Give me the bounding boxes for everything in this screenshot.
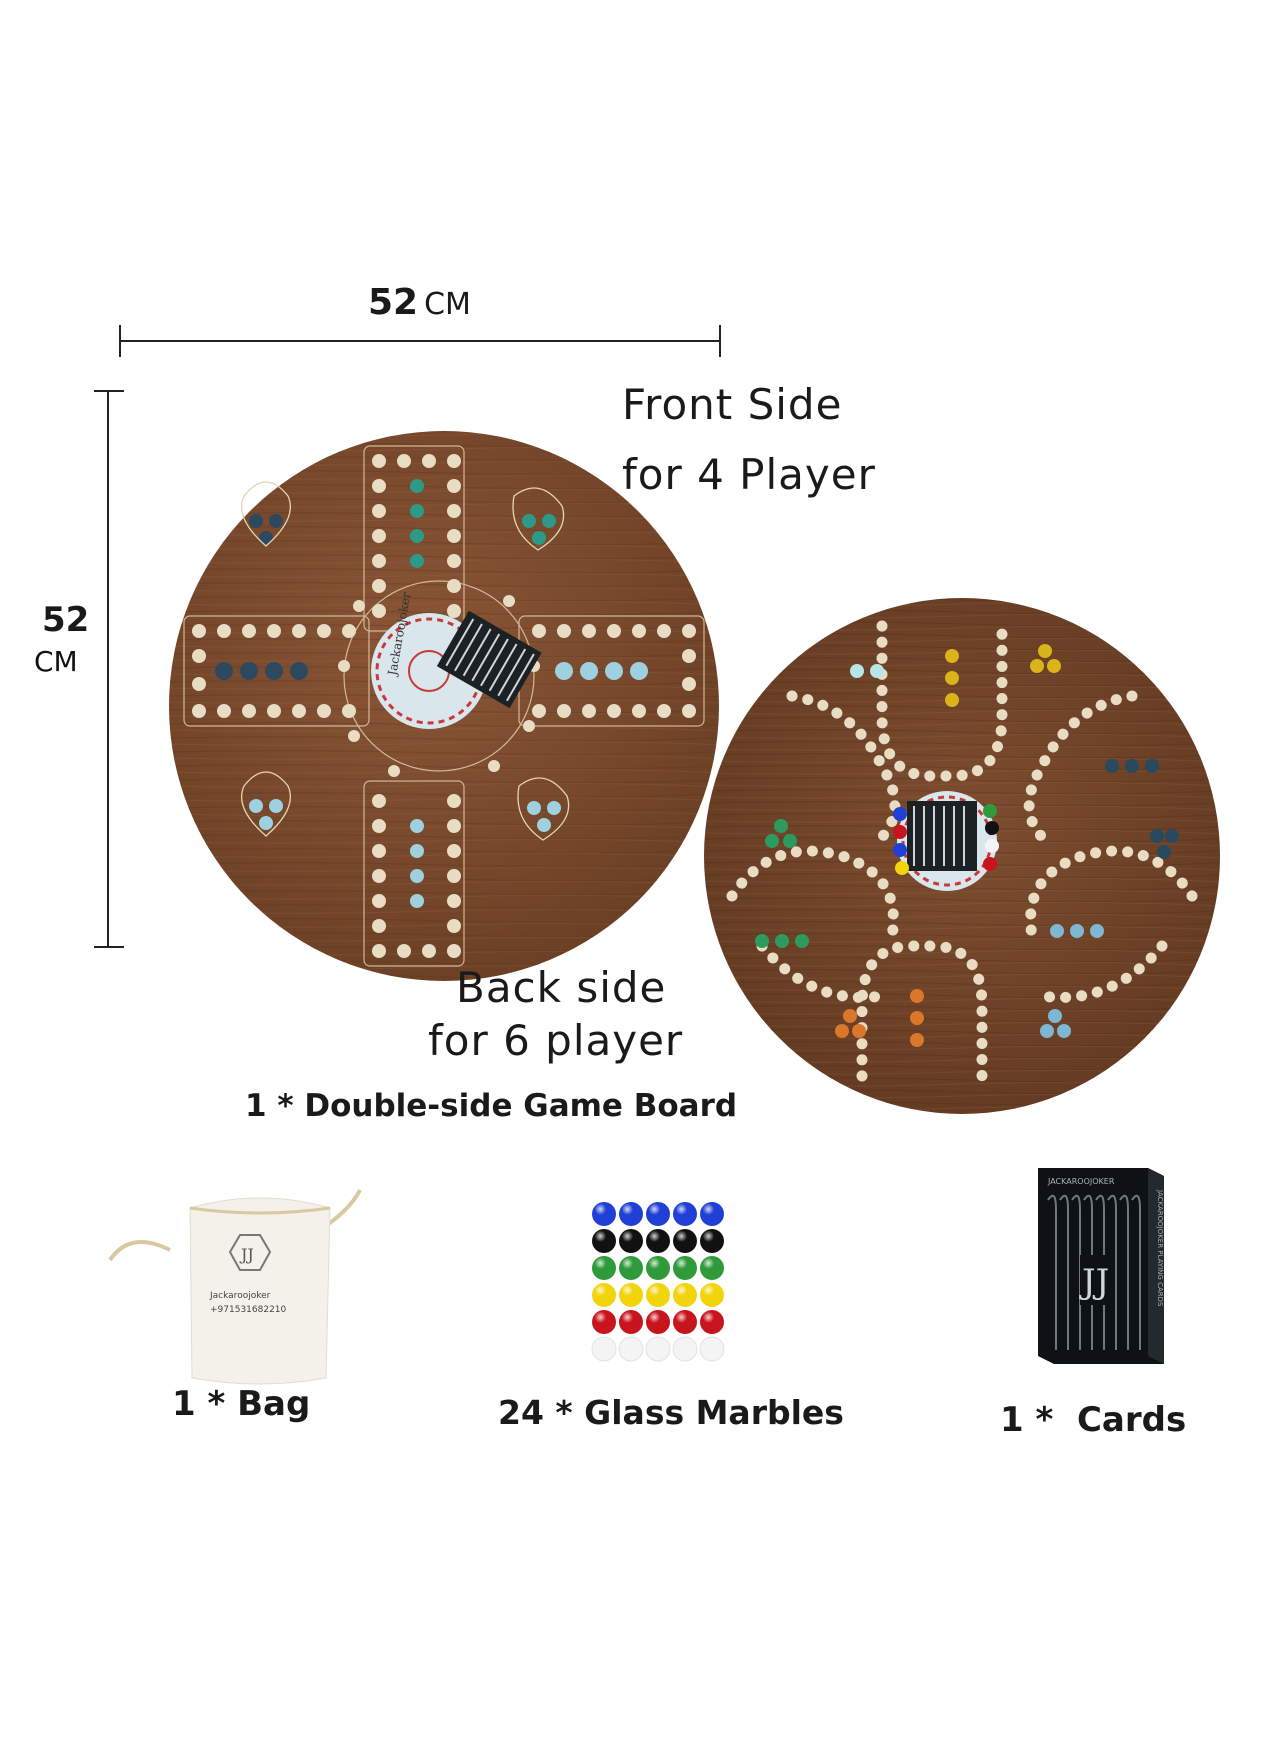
back-board-6-player <box>704 598 1220 1114</box>
height-dimension-unit: CM <box>34 645 78 678</box>
width-value: 52 <box>368 282 419 323</box>
height-dimension-value: 52 <box>42 600 90 640</box>
bag-contact-handle: Jackaroojoker <box>209 1291 271 1301</box>
card-box-top-text: JACKAROOJOKER <box>1047 1177 1115 1186</box>
front-board-4-player: Jackaroojoker <box>169 431 719 981</box>
bag-contact-phone: +971531682210 <box>210 1305 287 1315</box>
front-side-title: Front Side <box>622 380 843 429</box>
width-dimension-tick-left <box>119 325 121 357</box>
playing-cards-box: JJ JACKAROOJOKER JACKAROOJOKER PLAYING C… <box>1038 1168 1164 1364</box>
width-unit: CM <box>424 287 471 322</box>
glass-marbles <box>591 1202 725 1362</box>
drawstring-bag: JJ Jackaroojoker +971531682210 <box>108 1189 362 1385</box>
front-side-subtitle: for 4 Player <box>622 450 876 499</box>
board-caption: 1 * Double-side Game Board <box>245 1088 738 1124</box>
marbles-caption: 24 * Glass Marbles <box>498 1393 844 1432</box>
bag-logo: JJ <box>239 1245 254 1264</box>
back-side-title: Back side <box>456 963 667 1012</box>
card-box-side-text: JACKAROOJOKER PLAYING CARDS <box>1156 1189 1164 1307</box>
height-dimension-tick-top <box>94 390 124 392</box>
back-side-subtitle: for 6 player <box>428 1016 684 1065</box>
width-dimension-line <box>120 340 720 342</box>
width-dimension-tick-right <box>719 325 721 357</box>
height-dimension-tick-bottom <box>94 946 124 948</box>
height-dimension-line <box>107 390 109 947</box>
svg-text:JJ: JJ <box>1079 1262 1109 1302</box>
cards-caption: 1 * Cards <box>1000 1400 1187 1440</box>
bag-caption: 1 * Bag <box>172 1384 311 1424</box>
